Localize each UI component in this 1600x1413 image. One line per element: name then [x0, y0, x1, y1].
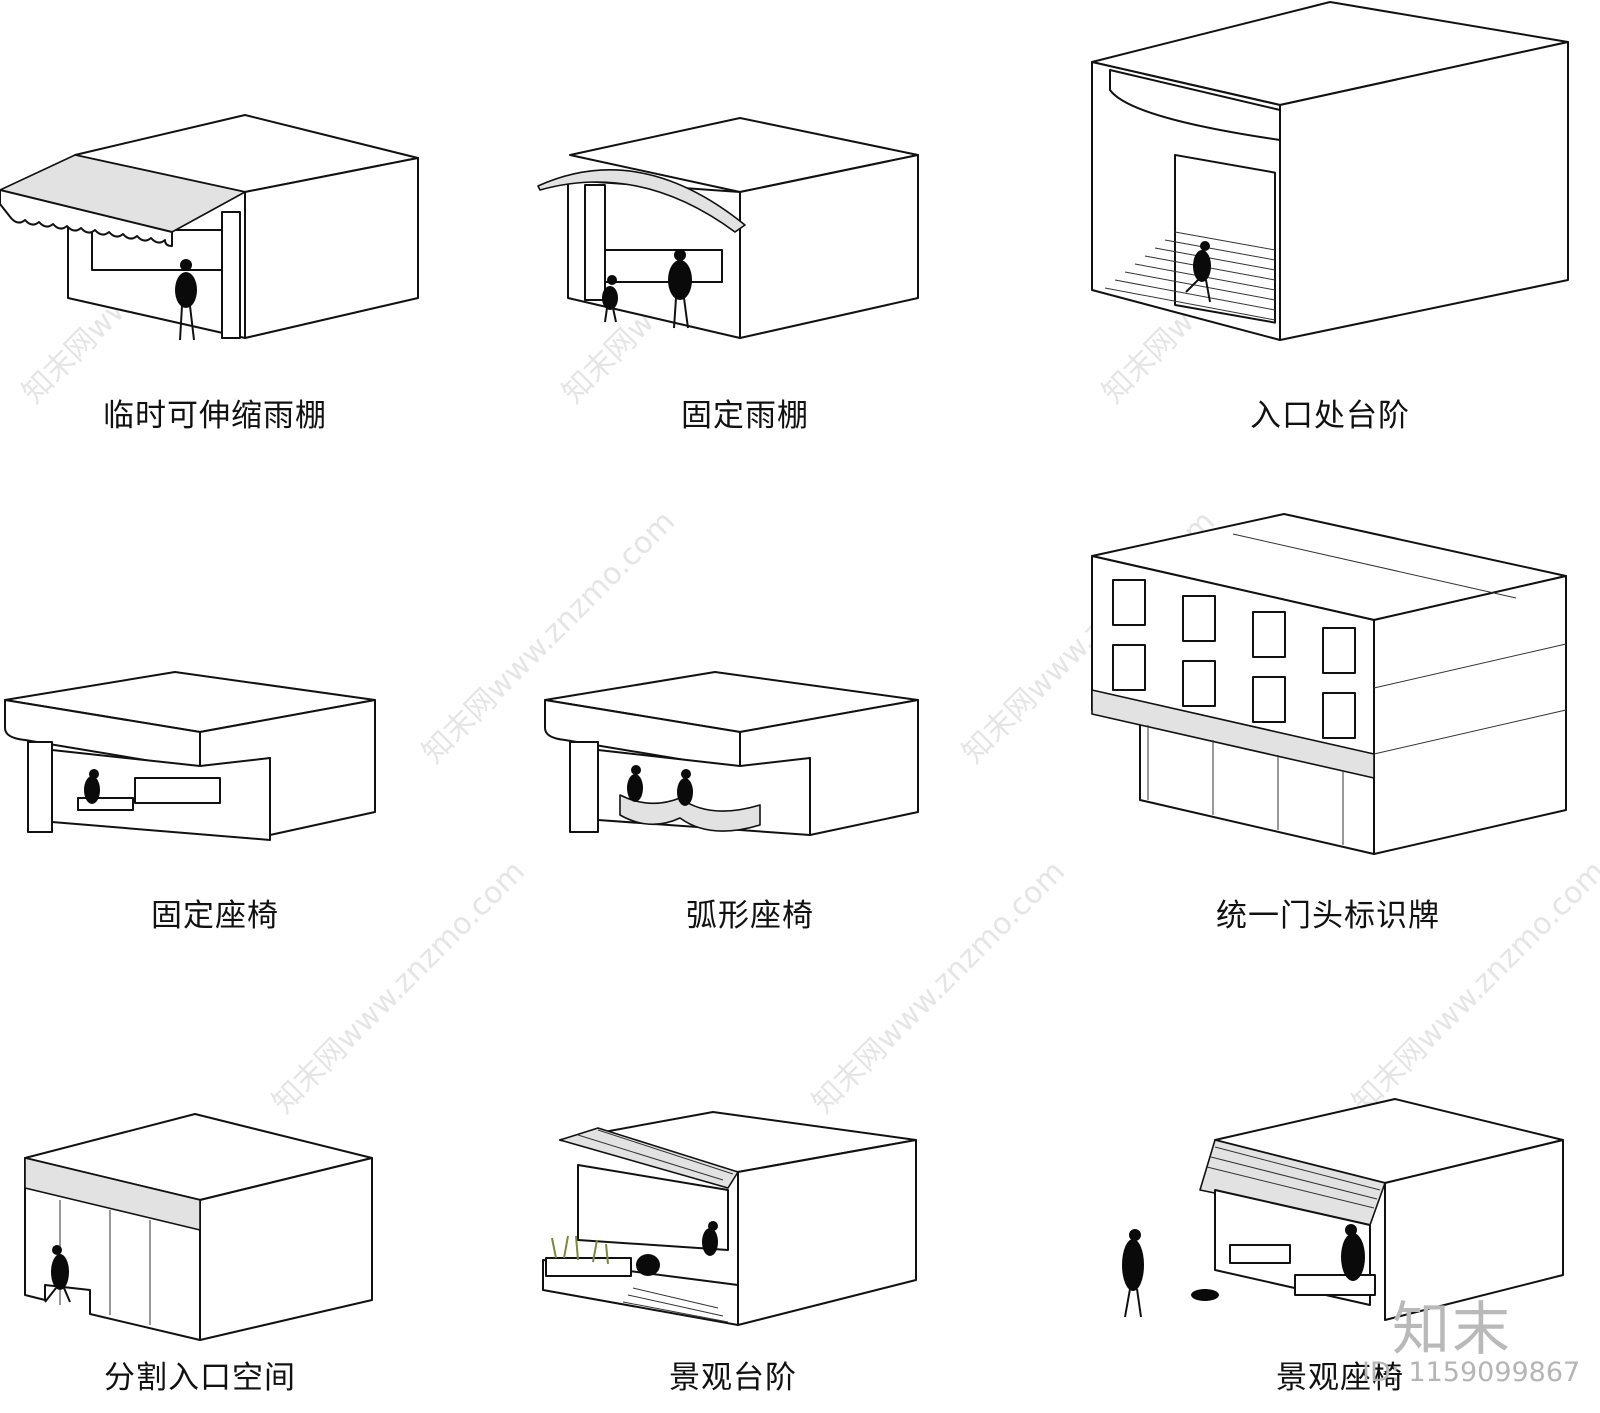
diagram-curved-seating: 弧形座椅	[540, 670, 960, 940]
landscape-seating-drawing	[1122, 1098, 1564, 1321]
landscape-steps-drawing	[542, 1111, 917, 1326]
entrance-steps-drawing	[1091, 1, 1569, 341]
watermark-logo: 知末	[1392, 1295, 1513, 1363]
diagram-fixed-seating: 固定座椅	[0, 670, 430, 940]
caption-unified-signage: 统一门头标识牌	[1216, 898, 1440, 934]
diagram-divided-entrance: 分割入口空间	[0, 1110, 400, 1413]
caption-curved-seating: 弧形座椅	[686, 898, 814, 934]
caption-fixed-awning: 固定雨棚	[681, 398, 809, 434]
caption-divided-entrance: 分割入口空间	[104, 1360, 296, 1396]
diagram-landscape-seating: 景观座椅	[1115, 1095, 1565, 1413]
caption-landscape-steps: 景观台阶	[669, 1360, 797, 1396]
caption-entrance-steps: 入口处台阶	[1250, 398, 1410, 434]
diagram-fixed-awning: 固定雨棚	[530, 100, 960, 440]
image-id-label: ID: 1159099867	[1362, 1357, 1581, 1388]
divided-entrance-drawing	[24, 1113, 373, 1341]
caption-fixed-seating: 固定座椅	[151, 898, 279, 934]
diagram-entrance-steps: 入口处台阶	[1090, 0, 1570, 440]
diagram-retractable-awning: 临时可伸缩雨棚	[0, 100, 430, 440]
windows	[1112, 579, 1356, 739]
caption-retractable-awning: 临时可伸缩雨棚	[103, 398, 327, 434]
caption-landscape-seating: 景观座椅	[1276, 1360, 1404, 1396]
fixed-awning-drawing	[537, 117, 919, 339]
diagram-unified-signage: 统一门头标识牌	[1088, 510, 1568, 940]
unified-signage-drawing	[1091, 513, 1567, 855]
fixed-seating-drawing	[4, 671, 376, 841]
diagram-landscape-steps: 景观台阶	[538, 1110, 928, 1413]
curved-seating-drawing	[544, 671, 919, 836]
retractable-awning-drawing	[0, 114, 419, 341]
